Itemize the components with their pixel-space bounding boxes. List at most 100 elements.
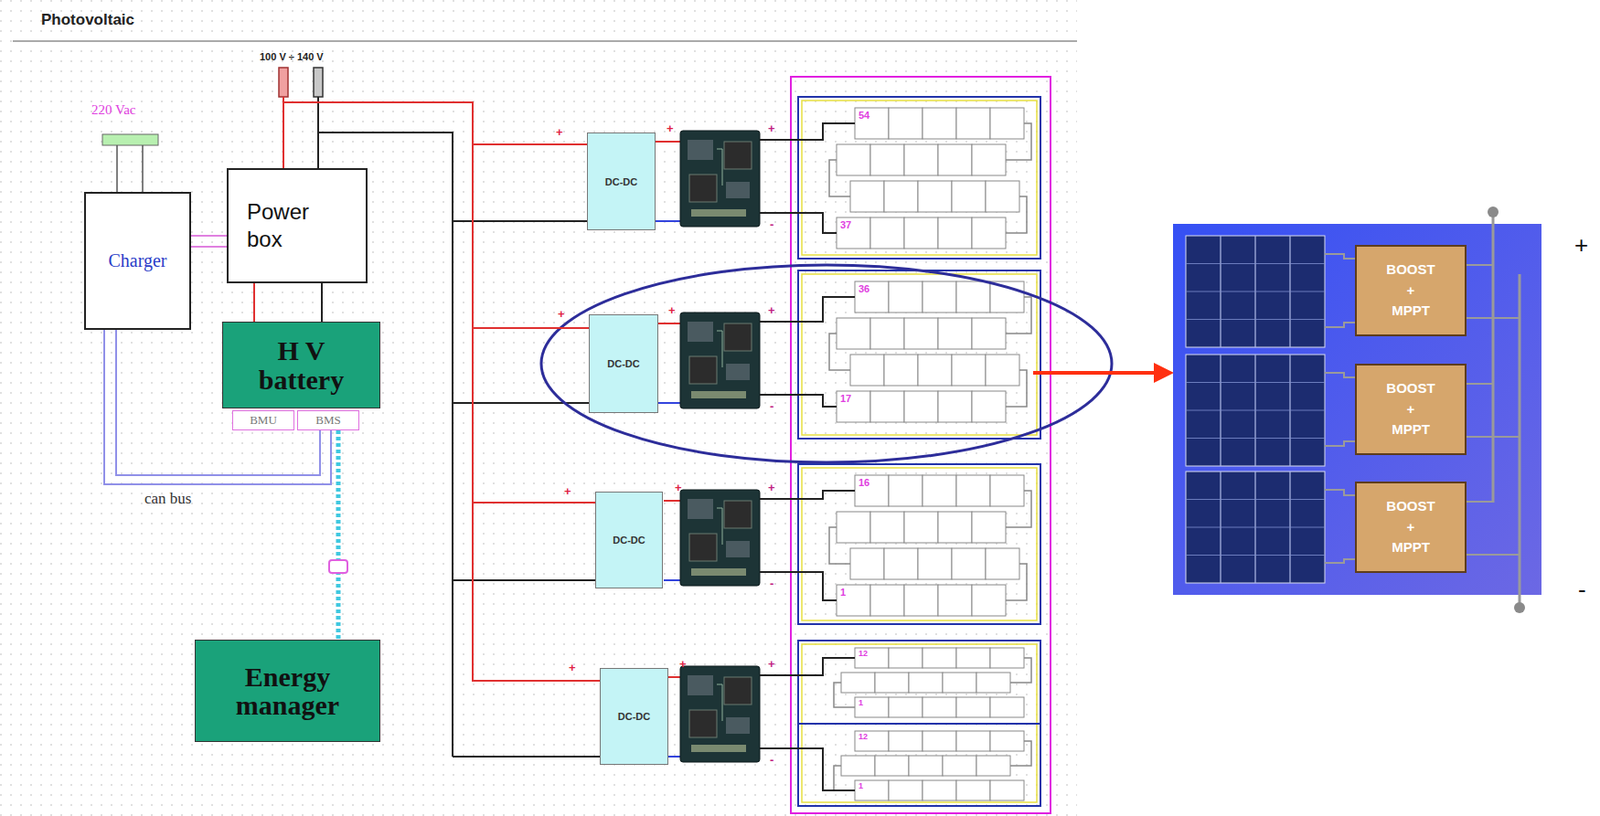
pcb-connector	[691, 209, 747, 217]
pv-cell	[904, 585, 939, 617]
node-text: DC-DC	[607, 358, 640, 370]
pcb-chip	[687, 499, 714, 520]
supply-label: 220 Vac	[91, 102, 136, 118]
polarity-sign: +	[768, 121, 776, 136]
module-wire	[1324, 254, 1355, 259]
polarity-sign: -	[769, 217, 774, 232]
polarity-sign: +	[666, 121, 674, 136]
connector	[191, 235, 227, 247]
pv-cell	[870, 391, 905, 423]
cell-link	[1005, 297, 1032, 334]
pv-cell	[956, 731, 991, 752]
connector-line	[336, 430, 342, 640]
manager-box: Energy manager	[194, 640, 381, 743]
pv-cell	[870, 318, 905, 350]
pv-cell	[938, 391, 972, 423]
pv-cell	[850, 181, 885, 213]
pv-cell	[836, 585, 871, 617]
pv-cell	[922, 697, 957, 718]
detail-panel	[1173, 224, 1542, 596]
polarity-sign: -	[1578, 577, 1587, 602]
connector-line	[253, 283, 256, 322]
cell-link	[1005, 370, 1027, 407]
pv-cell	[971, 512, 1006, 544]
converter-box: DC-DC	[595, 491, 663, 589]
pcb-chip	[725, 541, 750, 558]
pcb-trace	[716, 149, 723, 186]
mppt-box: BOOST + MPPT	[1354, 363, 1467, 456]
pv-cell	[942, 756, 977, 777]
module-grid	[1185, 410, 1325, 412]
module-grid	[1185, 263, 1325, 265]
pv-cell	[904, 144, 939, 176]
node-text: DC-DC	[618, 711, 651, 723]
cell-link	[829, 160, 851, 197]
pv-cell	[971, 391, 1006, 423]
voltage-label: 100 V ÷ 140 V	[259, 51, 324, 63]
pv-cell	[956, 107, 991, 139]
pv-cell	[971, 144, 1006, 176]
module-grid	[1185, 291, 1325, 293]
pv-cell	[854, 281, 889, 313]
pv-cell	[922, 780, 957, 801]
pv-cell	[951, 354, 986, 386]
rail-tap	[1466, 264, 1494, 267]
pcb-inductor	[689, 356, 717, 384]
return-wire	[452, 579, 596, 582]
negative-wire	[655, 220, 681, 223]
pv-cell	[841, 672, 875, 694]
cell-link	[1010, 741, 1032, 767]
connector-line	[283, 102, 587, 169]
pv-cell	[884, 548, 918, 580]
pv-cell	[985, 354, 1020, 386]
pv-cell	[922, 107, 957, 139]
pv-cell	[854, 648, 889, 669]
pv-cell	[908, 756, 943, 777]
pv-cell	[956, 475, 991, 507]
pv-cell	[951, 548, 986, 580]
module-grid	[1185, 382, 1325, 384]
pv-cell	[917, 354, 952, 386]
negative-wire	[663, 579, 681, 582]
module-wire	[1324, 490, 1355, 496]
pcb-trace	[716, 508, 723, 545]
pcb-inductor	[724, 323, 752, 352]
pv-cell	[904, 217, 939, 249]
pcb-inductor	[724, 501, 752, 529]
pv-cell	[850, 354, 885, 386]
polarity-sign: +	[668, 303, 676, 318]
highlight-ellipse	[541, 265, 1112, 463]
minus-terminal	[313, 67, 323, 97]
positive-wire	[655, 140, 681, 143]
pv-cell	[922, 648, 957, 669]
pcb-chip	[725, 717, 750, 735]
pv-cell	[874, 672, 909, 694]
rail-dot	[1514, 602, 1526, 614]
string-wire	[759, 213, 837, 234]
cell-number: 54	[858, 109, 870, 121]
pcb-chip	[725, 363, 750, 381]
cell-link	[1005, 564, 1027, 601]
node-text: BOOST + MPPT	[1386, 496, 1435, 559]
pcb-inductor	[689, 533, 717, 562]
connector	[283, 102, 596, 503]
cell-link	[1010, 658, 1032, 683]
bmu-box: BMU	[232, 410, 295, 431]
module-grid	[1185, 499, 1325, 501]
positive-wire	[668, 676, 681, 679]
pcb-connector	[691, 568, 747, 576]
polarity-sign: +	[557, 307, 566, 321]
pv-cell	[956, 648, 991, 669]
diagram-title: Photovoltaic	[41, 10, 135, 30]
pv-cell	[841, 756, 875, 777]
module-grid	[1185, 554, 1325, 556]
converter-box: DC-DC	[586, 132, 656, 231]
zoom-arrow	[1033, 371, 1154, 375]
pv-cell	[990, 648, 1024, 669]
pcb-trace	[716, 330, 723, 368]
module-grid	[1185, 437, 1325, 439]
polarity-sign: +	[1574, 233, 1589, 257]
pv-cell	[971, 585, 1006, 617]
header-rule	[12, 40, 1078, 43]
node-text: BOOST + MPPT	[1386, 378, 1435, 441]
